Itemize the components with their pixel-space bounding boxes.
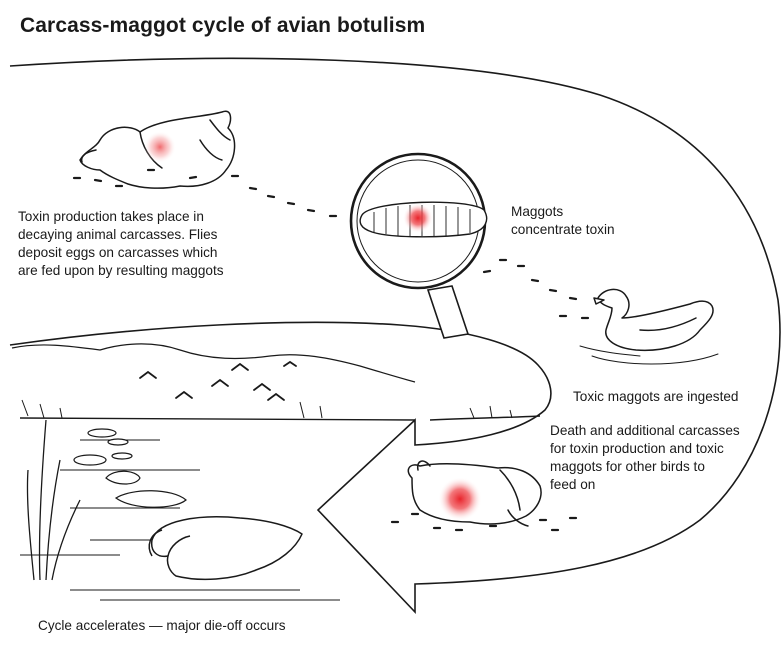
dying-bird-icon — [149, 517, 302, 580]
dead-bird-carcass-icon — [74, 429, 186, 507]
caption-maggots-concentrate: Maggots concentrate toxin — [511, 203, 661, 239]
diagram-title: Carcass-maggot cycle of avian botulism — [20, 14, 425, 38]
caption-maggots-ingested: Toxic maggots are ingested — [573, 388, 773, 406]
live-duck-icon — [580, 289, 718, 364]
magnifying-glass-icon — [351, 154, 485, 338]
maggot-icon — [484, 260, 588, 318]
caption-cycle-accelerates: Cycle accelerates — major die-off occurs — [38, 617, 438, 635]
caption-death-carcasses: Death and additional carcasses for toxin… — [550, 422, 780, 494]
toxin-spot-icon — [144, 131, 176, 163]
toxin-spot-icon — [403, 203, 433, 233]
caption-toxin-production: Toxin production takes place in decaying… — [18, 208, 288, 280]
toxin-spot-icon — [438, 477, 482, 521]
flying-birds-icon — [140, 362, 296, 400]
